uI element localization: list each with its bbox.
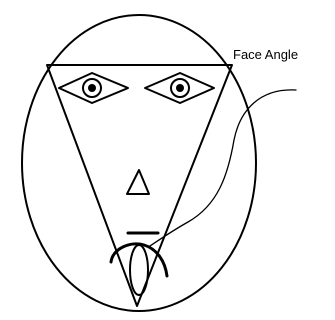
face-angle-triangle: [47, 65, 232, 306]
left-eye-icon: [59, 73, 128, 103]
triangle-nose-icon: [127, 170, 149, 194]
face-outline: [22, 15, 256, 311]
right-eye-icon: [145, 73, 214, 103]
face-angle-leader-line: [150, 90, 296, 246]
face-angle-label: Face Angle: [233, 47, 298, 62]
